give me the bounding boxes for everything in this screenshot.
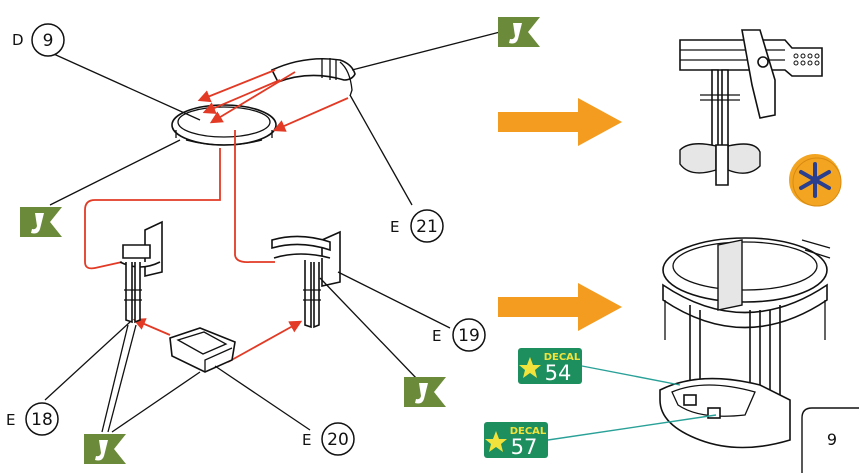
left-bracket-part (119, 220, 163, 324)
seat-part (169, 327, 236, 373)
callout-e20: E 20 (302, 422, 355, 456)
ring-assembly (171, 57, 356, 146)
flag-icon (20, 207, 62, 237)
leader-lines (35, 31, 501, 433)
callout-letter: E (6, 411, 15, 429)
flag-icon (84, 434, 126, 464)
page-number: 9 (827, 430, 837, 449)
result-mechanism (679, 29, 823, 186)
orange-arrow-icon (498, 283, 622, 331)
decal-label: DECAL (510, 426, 547, 437)
page-number-tab: 9 (801, 407, 859, 473)
right-bracket-part (271, 230, 341, 329)
callout-letter: E (432, 327, 441, 345)
decal-label: DECAL (544, 352, 581, 363)
orange-arrow-icon (498, 98, 622, 146)
callout-e18: E 18 (6, 402, 59, 436)
decal-leader (547, 414, 717, 441)
callout-e19: E 19 (432, 318, 486, 352)
callout-number: 19 (458, 326, 480, 346)
callout-letter: D (12, 31, 24, 49)
assembly-guides (84, 69, 349, 363)
decal-54-badge: DECAL 54 (518, 348, 582, 385)
callout-number: 9 (43, 31, 54, 51)
decal-leader (581, 365, 681, 386)
callout-number: 20 (327, 430, 349, 450)
callout-d9: D 9 (12, 23, 65, 57)
callout-number: 18 (31, 410, 53, 430)
asterisk-badge-icon (789, 154, 842, 207)
callout-letter: E (390, 218, 399, 236)
decal-57-badge: DECAL 57 (484, 422, 548, 459)
flag-icon (498, 17, 540, 47)
callout-letter: E (302, 431, 311, 449)
flag-icon (404, 377, 446, 407)
decal-number: 57 (511, 435, 538, 459)
decal-number: 54 (545, 361, 572, 385)
callout-e21: E 21 (390, 209, 444, 243)
result-seat-assembly (659, 237, 831, 449)
callout-number: 21 (416, 217, 438, 237)
